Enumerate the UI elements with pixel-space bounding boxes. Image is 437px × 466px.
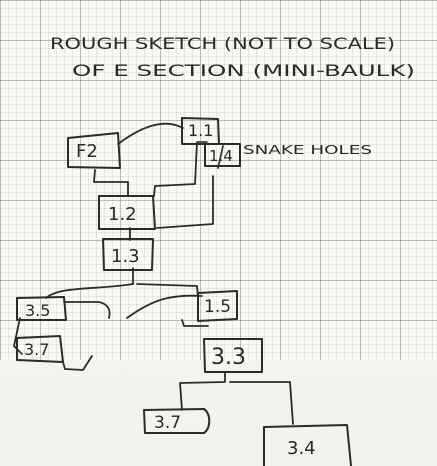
box-3-7-left-label: 3.7 (24, 340, 49, 359)
unit-boxes: F2 1.1 1.4 SNAKE HOLES 1.2 1.3 3.5 3.7 1… (16, 117, 372, 466)
box-1-2 (98, 195, 156, 230)
plain-paper-area (0, 360, 437, 466)
box-3-3-label: 3.3 (211, 345, 246, 370)
connector-3-5-east (63, 301, 111, 319)
connector-3-3-3-7 (179, 371, 226, 411)
connector-3-7-hook (62, 355, 93, 371)
graph-paper-grid (0, 0, 437, 360)
title-line-1: ROUGH SKETCH (NOT TO SCALE) (50, 34, 395, 53)
title-line-2: OF E SECTION (MINI-BAULK) (72, 61, 415, 80)
box-1-2-label: 1.2 (108, 204, 137, 225)
box-3-5 (16, 296, 67, 321)
connector-3-3-3-4 (229, 381, 294, 425)
box-f2-label: F2 (76, 141, 98, 162)
connector-1-1-1-2 (153, 141, 208, 197)
connection-lines (13, 122, 294, 425)
connector-f2-1-1 (117, 122, 184, 145)
box-3-7-bottom (143, 408, 211, 434)
box-3-3 (203, 338, 263, 373)
box-3-5-label: 3.5 (25, 301, 50, 320)
connector-1-4-1-2 (156, 175, 214, 229)
connector-1-5-link (126, 294, 203, 319)
snake-holes-note: SNAKE HOLES (243, 143, 372, 157)
box-f2 (67, 132, 121, 169)
connector-1-1-1-4 (217, 145, 224, 169)
connector-1-5-3-3 (181, 319, 209, 327)
box-1-4 (204, 143, 241, 167)
connector-f2-1-2 (93, 169, 129, 197)
connector-1-3-3-5 (45, 283, 134, 299)
box-1-3 (102, 238, 154, 271)
box-3-4-label: 3.4 (287, 438, 316, 459)
box-3-7-bottom-label: 3.7 (154, 413, 181, 433)
box-1-5-label: 1.5 (204, 297, 231, 317)
box-3-7-left (16, 335, 64, 363)
box-1-4-label: 1.4 (209, 147, 233, 165)
box-1-5 (197, 290, 238, 322)
box-1-3-label: 1.3 (111, 246, 140, 267)
box-3-4 (263, 424, 352, 466)
box-1-1-label: 1.1 (188, 121, 213, 140)
connector-3-5-3-7 (13, 317, 23, 355)
